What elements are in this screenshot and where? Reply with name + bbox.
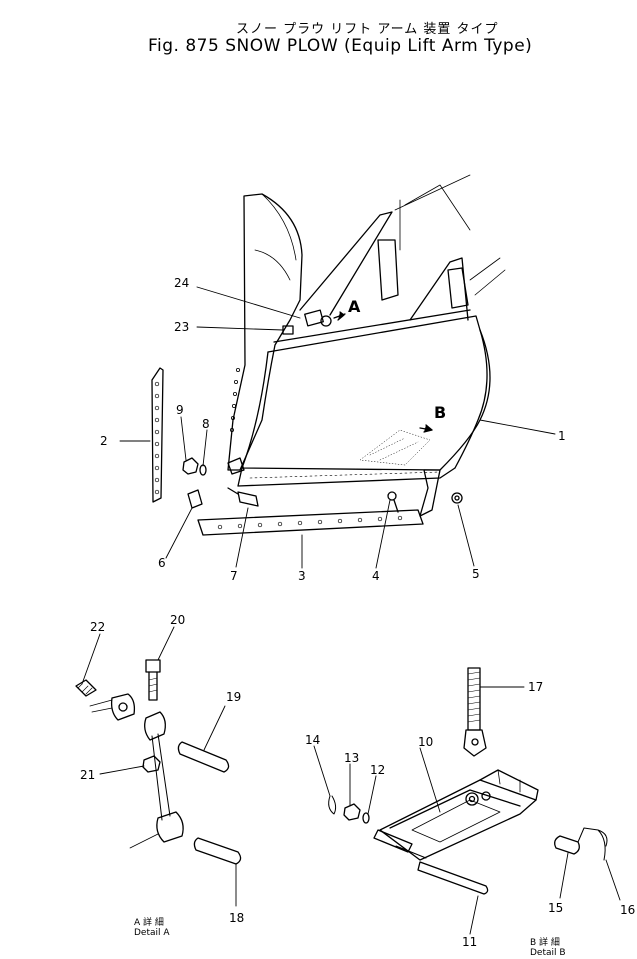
- callout-labels: 1 2 3 4 5 6 7 8 9 10 11 12 13 14 15 16 1…: [80, 276, 635, 949]
- callout-5: 5: [472, 567, 480, 581]
- callout-4: 4: [372, 569, 380, 583]
- side-plate: [151, 367, 164, 503]
- leader-lines: [81, 286, 621, 935]
- callout-7: 7: [230, 569, 238, 583]
- callout-23: 23: [174, 320, 189, 334]
- nut-5: [451, 492, 463, 504]
- detail-b-caption-jp: B 詳 細: [530, 938, 560, 948]
- callout-3: 3: [298, 569, 306, 583]
- view-b-marker: B: [419, 403, 446, 433]
- plow-blade-assembly: [227, 174, 506, 517]
- callout-20: 20: [170, 613, 185, 627]
- callout-21: 21: [80, 768, 95, 782]
- callout-17: 17: [528, 680, 543, 694]
- callout-9: 9: [176, 403, 184, 417]
- nut-9: [182, 457, 199, 475]
- detail-a-caption-jp: A 詳 細: [134, 918, 164, 928]
- bolt-4: [387, 491, 399, 513]
- callout-12: 12: [370, 763, 385, 777]
- callout-24: 24: [174, 276, 189, 290]
- callout-16: 16: [620, 903, 635, 917]
- callout-14: 14: [305, 733, 320, 747]
- callout-19: 19: [226, 690, 241, 704]
- figure-title-japanese: スノー プラウ リフト アーム 装置 タイプ: [236, 22, 499, 37]
- svg-text:B: B: [434, 403, 446, 422]
- washer-plate-6: [187, 489, 203, 509]
- callout-8: 8: [202, 417, 210, 431]
- figure-title: Fig. 875 SNOW PLOW (Equip Lift Arm Type): [148, 36, 533, 56]
- callout-13: 13: [344, 751, 359, 765]
- detail-b-caption: B 詳 細 Detail B: [530, 938, 566, 958]
- detail-a-caption: A 詳 細 Detail A: [134, 918, 170, 938]
- callout-11: 11: [462, 935, 477, 949]
- callout-1: 1: [558, 429, 566, 443]
- detail-b-caption-en: Detail B: [530, 948, 566, 958]
- detail-a-caption-en: Detail A: [134, 928, 170, 938]
- callout-22: 22: [90, 620, 105, 634]
- bolt-7: [227, 487, 259, 507]
- cutting-edge: [197, 509, 424, 536]
- callout-2: 2: [100, 434, 108, 448]
- callout-18: 18: [229, 911, 244, 925]
- detail-b-assembly: [328, 667, 608, 895]
- callout-15: 15: [548, 901, 563, 915]
- detail-a-assembly: [75, 659, 242, 865]
- washer-8: [199, 464, 207, 476]
- callout-10: 10: [418, 735, 433, 749]
- view-a-marker: A: [333, 297, 361, 321]
- svg-text:A: A: [348, 297, 361, 316]
- callout-6: 6: [158, 556, 166, 570]
